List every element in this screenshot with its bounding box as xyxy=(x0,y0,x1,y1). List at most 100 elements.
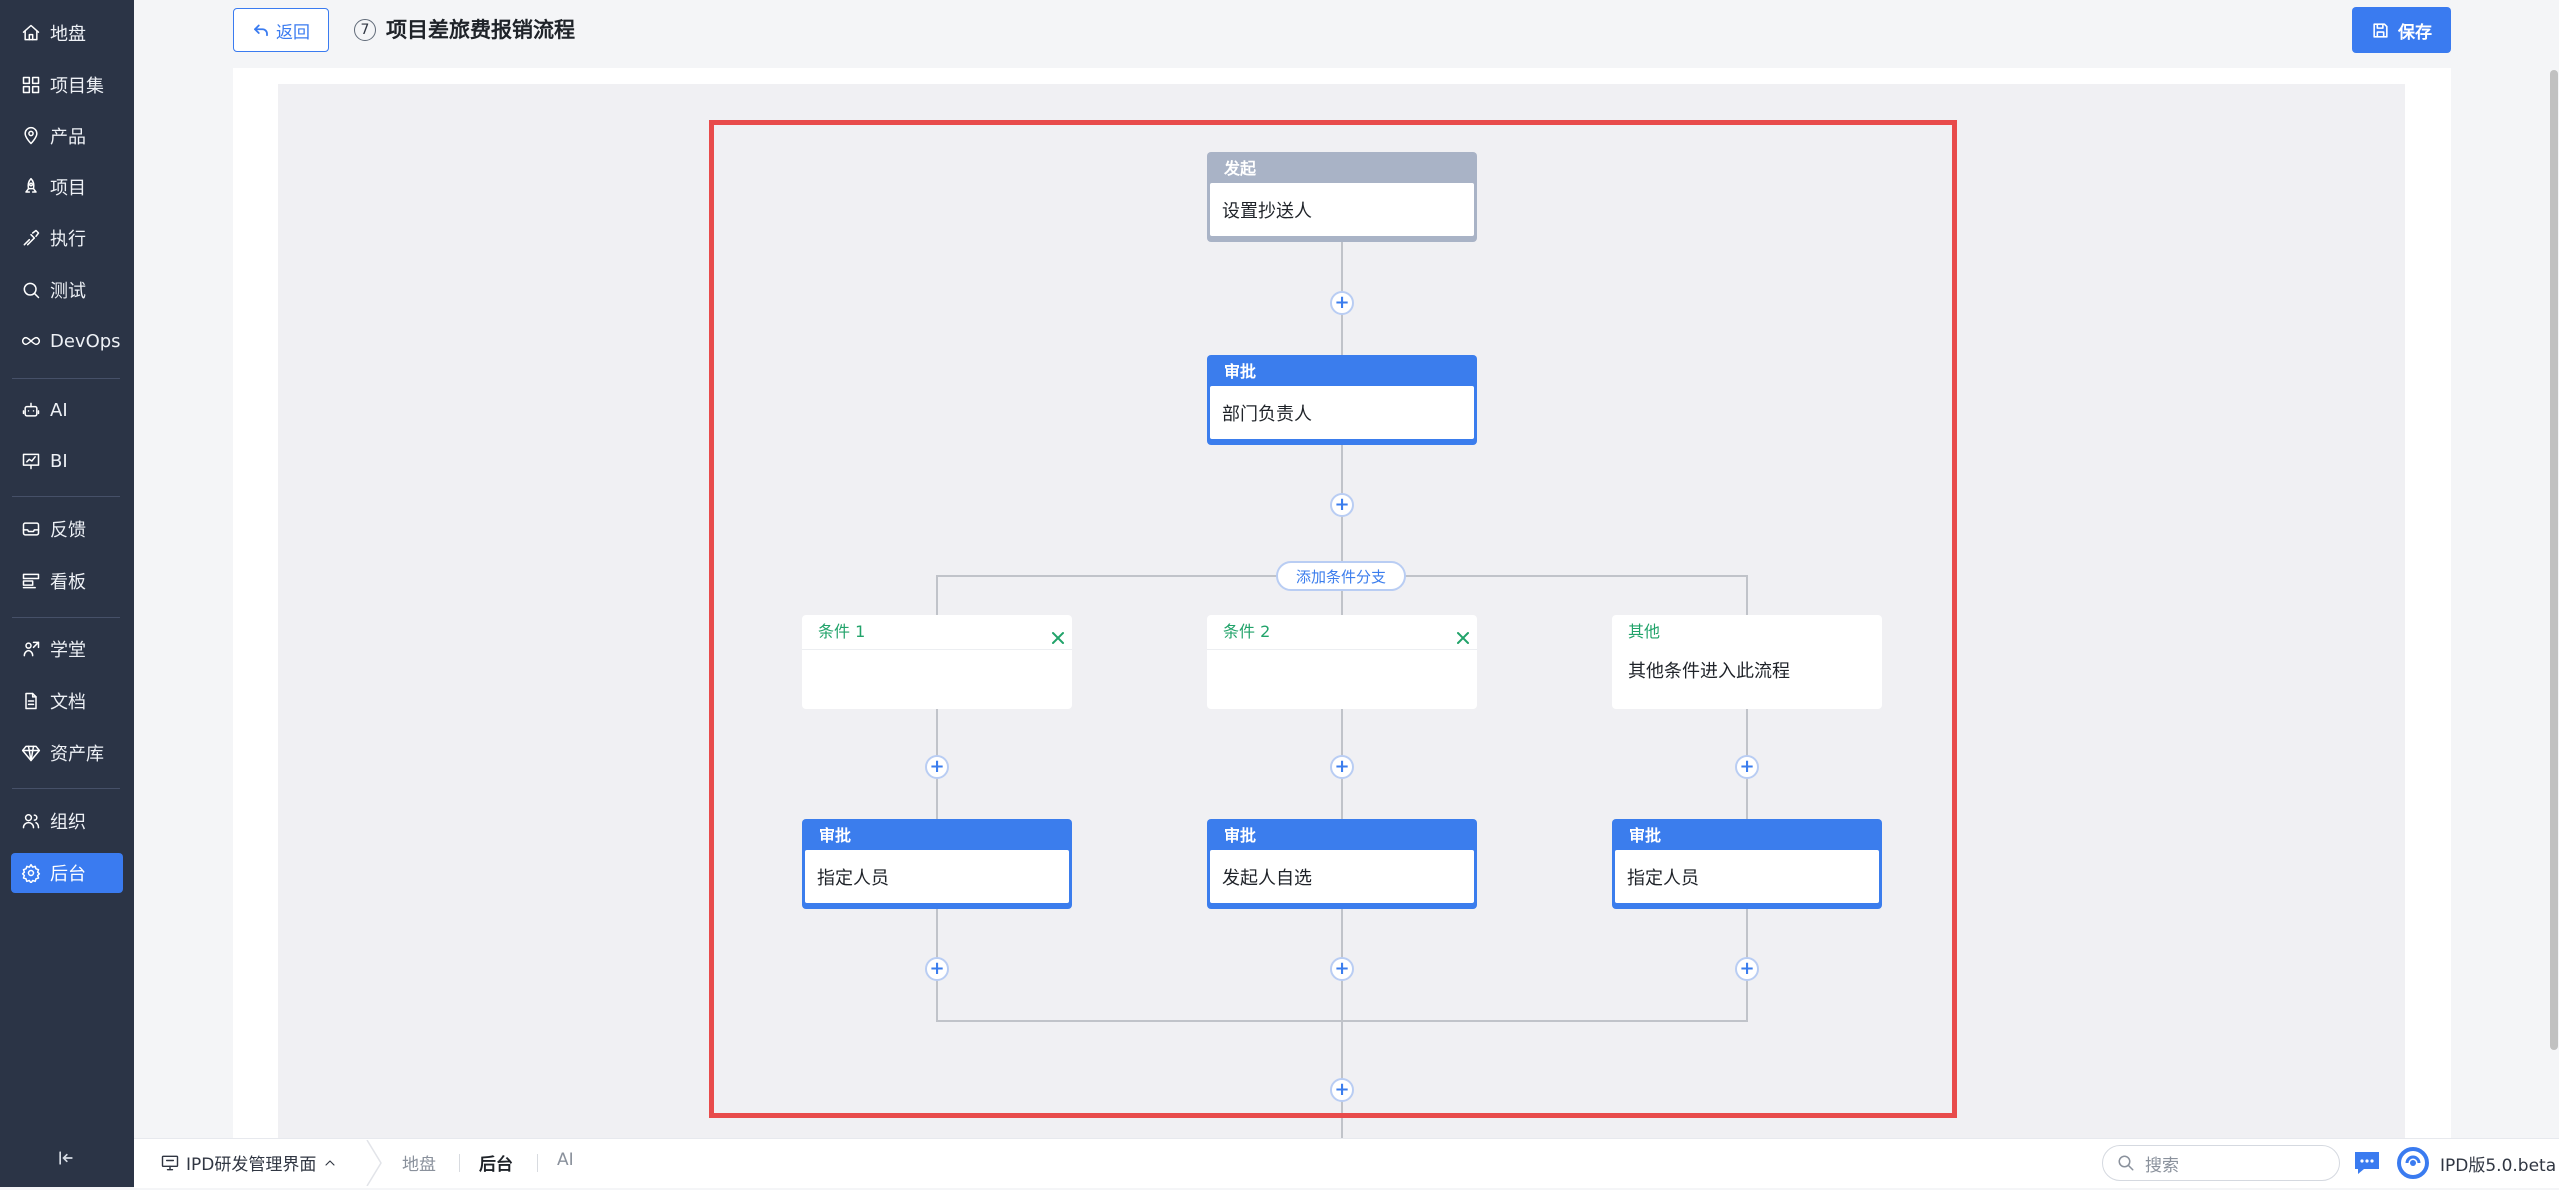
save-disk-icon xyxy=(2373,22,2388,38)
kanban-icon xyxy=(20,570,42,592)
sidebar-item-dashboard[interactable]: 地盘 xyxy=(11,13,123,53)
sidebar-item-label: 产品 xyxy=(50,127,86,148)
condition-content: 其他条件进入此流程 xyxy=(1628,661,1790,682)
save-button[interactable]: 保存 xyxy=(2352,7,2451,53)
school-icon xyxy=(20,638,42,660)
search-icon xyxy=(2118,1155,2134,1171)
magnifier-icon xyxy=(20,279,42,301)
grid-icon xyxy=(20,74,42,96)
sidebar-item-docs[interactable]: 文档 xyxy=(11,681,123,721)
add-node-button[interactable]: + xyxy=(1735,755,1759,779)
sidebar-item-admin[interactable]: 后台 xyxy=(11,853,123,893)
monitor-icon xyxy=(161,1155,179,1170)
add-node-button[interactable]: + xyxy=(1330,1078,1354,1102)
home-icon xyxy=(20,22,42,44)
sidebar-item-programs[interactable]: 项目集 xyxy=(11,65,123,105)
condition-title: 条件 1 xyxy=(818,622,866,641)
document-icon xyxy=(20,690,42,712)
breadcrumb-ai[interactable]: AI xyxy=(557,1150,574,1170)
breadcrumb-admin[interactable]: 后台 xyxy=(479,1155,513,1175)
condition-node[interactable]: 条件 1 xyxy=(802,615,1072,709)
node-type-label: 发起 xyxy=(1224,159,1257,178)
gear-icon xyxy=(20,862,42,884)
sidebar-item-label: 项目 xyxy=(50,178,86,199)
sidebar-item-label: 反馈 xyxy=(50,520,86,541)
top-bar xyxy=(134,0,2559,66)
flow-index-badge: 7 xyxy=(354,19,376,41)
sidebar-item-feedback[interactable]: 反馈 xyxy=(11,509,123,549)
close-icon[interactable] xyxy=(1455,624,1471,644)
sidebar-item-organization[interactable]: 组织 xyxy=(11,801,123,841)
sidebar-item-label: 后台 xyxy=(50,864,86,885)
approval-node[interactable]: 审批 发起人自选 xyxy=(1207,819,1477,909)
sidebar-item-label: 测试 xyxy=(50,281,86,302)
add-node-button[interactable]: + xyxy=(1330,493,1354,517)
sidebar-item-ai[interactable]: AI xyxy=(11,390,123,430)
sidebar-item-execution[interactable]: 执行 xyxy=(11,218,123,258)
sidebar-divider xyxy=(12,788,120,789)
node-type-label: 审批 xyxy=(1629,826,1662,845)
add-node-button[interactable]: + xyxy=(1330,291,1354,315)
highlight-box xyxy=(709,120,1957,1118)
node-content: 设置抄送人 xyxy=(1210,183,1474,236)
sidebar-item-bi[interactable]: BI xyxy=(11,441,123,481)
condition-title: 其他 xyxy=(1628,622,1661,641)
sidebar-divider xyxy=(12,378,120,379)
sidebar-item-kanban[interactable]: 看板 xyxy=(11,561,123,601)
breadcrumb-divider xyxy=(537,1154,538,1172)
sidebar-item-product[interactable]: 产品 xyxy=(11,116,123,156)
add-node-button[interactable]: + xyxy=(925,957,949,981)
approval-node[interactable]: 审批 指定人员 xyxy=(802,819,1072,909)
sidebar-item-label: 学堂 xyxy=(50,640,86,661)
add-node-button[interactable]: + xyxy=(1330,755,1354,779)
infinity-icon xyxy=(20,330,42,352)
add-condition-branch-button[interactable]: 添加条件分支 xyxy=(1276,561,1406,591)
node-content: 指定人员 xyxy=(1615,850,1879,903)
node-content: 发起人自选 xyxy=(1210,850,1474,903)
rocket-icon xyxy=(20,176,42,198)
sidebar-item-label: 地盘 xyxy=(50,24,86,45)
sidebar-item-label: DevOps xyxy=(50,330,121,352)
chat-icon[interactable] xyxy=(2352,1149,2382,1177)
start-node[interactable]: 发起 设置抄送人 xyxy=(1207,152,1477,242)
sidebar-item-school[interactable]: 学堂 xyxy=(11,629,123,669)
robot-icon xyxy=(20,399,42,421)
search-placeholder: 搜索 xyxy=(2145,1155,2179,1176)
sidebar-item-label: 资产库 xyxy=(50,744,104,765)
diamond-icon xyxy=(20,742,42,764)
approval-node[interactable]: 审批 部门负责人 xyxy=(1207,355,1477,445)
search-input[interactable]: 搜索 xyxy=(2102,1145,2340,1181)
node-content: 部门负责人 xyxy=(1210,386,1474,439)
add-node-button[interactable]: + xyxy=(1330,957,1354,981)
node-type-label: 审批 xyxy=(819,826,852,845)
inbox-icon xyxy=(20,518,42,540)
breadcrumb-divider xyxy=(459,1154,460,1172)
workspace-label: IPD研发管理界面 xyxy=(186,1155,317,1175)
chevron-up-icon xyxy=(325,1159,335,1166)
approval-node[interactable]: 审批 指定人员 xyxy=(1612,819,1882,909)
condition-node[interactable]: 条件 2 xyxy=(1207,615,1477,709)
close-icon[interactable] xyxy=(1050,624,1066,644)
sidebar-item-test[interactable]: 测试 xyxy=(11,270,123,310)
scrollbar-thumb[interactable] xyxy=(2550,70,2558,1050)
sidebar-item-devops[interactable]: DevOps xyxy=(11,321,123,361)
breadcrumb-dashboard[interactable]: 地盘 xyxy=(402,1155,436,1175)
node-type-label: 审批 xyxy=(1224,826,1257,845)
save-label: 保存 xyxy=(2398,22,2432,43)
collapse-sidebar-icon[interactable] xyxy=(56,1148,78,1170)
page-title: 项目差旅费报销流程 xyxy=(386,18,575,42)
sidebar-item-assets[interactable]: 资产库 xyxy=(11,733,123,773)
sidebar-item-label: BI xyxy=(50,450,68,472)
condition-node-other[interactable]: 其他 其他条件进入此流程 xyxy=(1612,615,1882,709)
add-node-button[interactable]: + xyxy=(925,755,949,779)
workspace-switcher[interactable]: IPD研发管理界面 xyxy=(160,1150,338,1175)
app-logo-icon xyxy=(2397,1147,2429,1179)
sidebar-divider xyxy=(12,617,120,618)
back-button[interactable]: 返回 xyxy=(233,8,329,52)
node-content: 指定人员 xyxy=(805,850,1069,903)
sidebar-item-label: 执行 xyxy=(50,229,86,250)
sidebar-item-label: 看板 xyxy=(50,572,86,593)
sidebar-item-label: 文档 xyxy=(50,692,86,713)
sidebar-item-project[interactable]: 项目 xyxy=(11,167,123,207)
add-node-button[interactable]: + xyxy=(1735,957,1759,981)
